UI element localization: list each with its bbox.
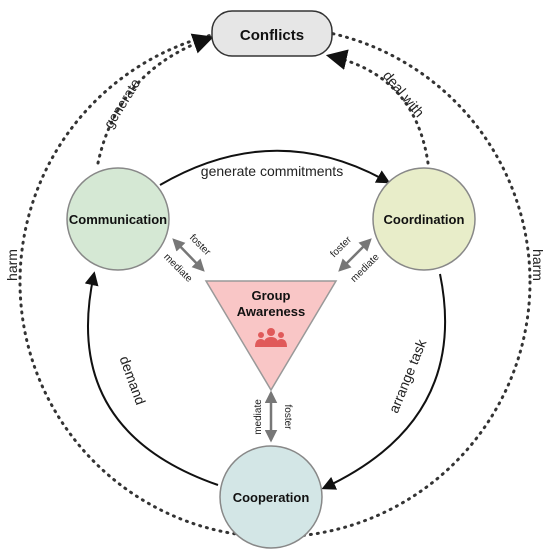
group-awareness-label-line2: Awareness xyxy=(237,304,305,319)
group-people-icon xyxy=(255,328,287,347)
harm-left-label: harm xyxy=(4,249,20,281)
cooperation-mediate-label: mediate xyxy=(253,399,264,435)
deal-with-dashed-arrow xyxy=(325,49,430,165)
coordination-awareness-double-arrow xyxy=(338,238,372,272)
generate-commitments-label: generate commitments xyxy=(201,163,343,179)
cooperation-node xyxy=(219,445,323,549)
cooperation-label: Cooperation xyxy=(233,490,310,505)
coordination-node xyxy=(372,167,476,271)
communication-label: Communication xyxy=(69,212,167,227)
generate-dashed-arrow xyxy=(96,33,214,165)
arrange-task-arrow xyxy=(321,273,447,490)
demand-label: demand xyxy=(117,354,149,407)
generate-label: generate xyxy=(100,75,143,131)
coordination-label: Coordination xyxy=(384,212,465,227)
communication-node xyxy=(66,167,170,271)
conflicts-label: Conflicts xyxy=(240,27,304,44)
deal-with-label: deal with xyxy=(380,67,428,120)
coordination-foster-label: foster xyxy=(328,234,354,260)
harm-right-label: harm xyxy=(530,249,546,281)
communication-awareness-double-arrow xyxy=(172,238,205,272)
cooperation-foster-label: foster xyxy=(282,404,293,430)
demand-arrow xyxy=(84,271,219,486)
communication-foster-label: foster xyxy=(187,232,213,258)
arrange-task-label: arrange task xyxy=(385,336,429,415)
generate-commitments-arrow xyxy=(159,149,391,186)
group-awareness-label-line1: Group xyxy=(252,288,291,303)
conflicts-node xyxy=(211,10,333,57)
